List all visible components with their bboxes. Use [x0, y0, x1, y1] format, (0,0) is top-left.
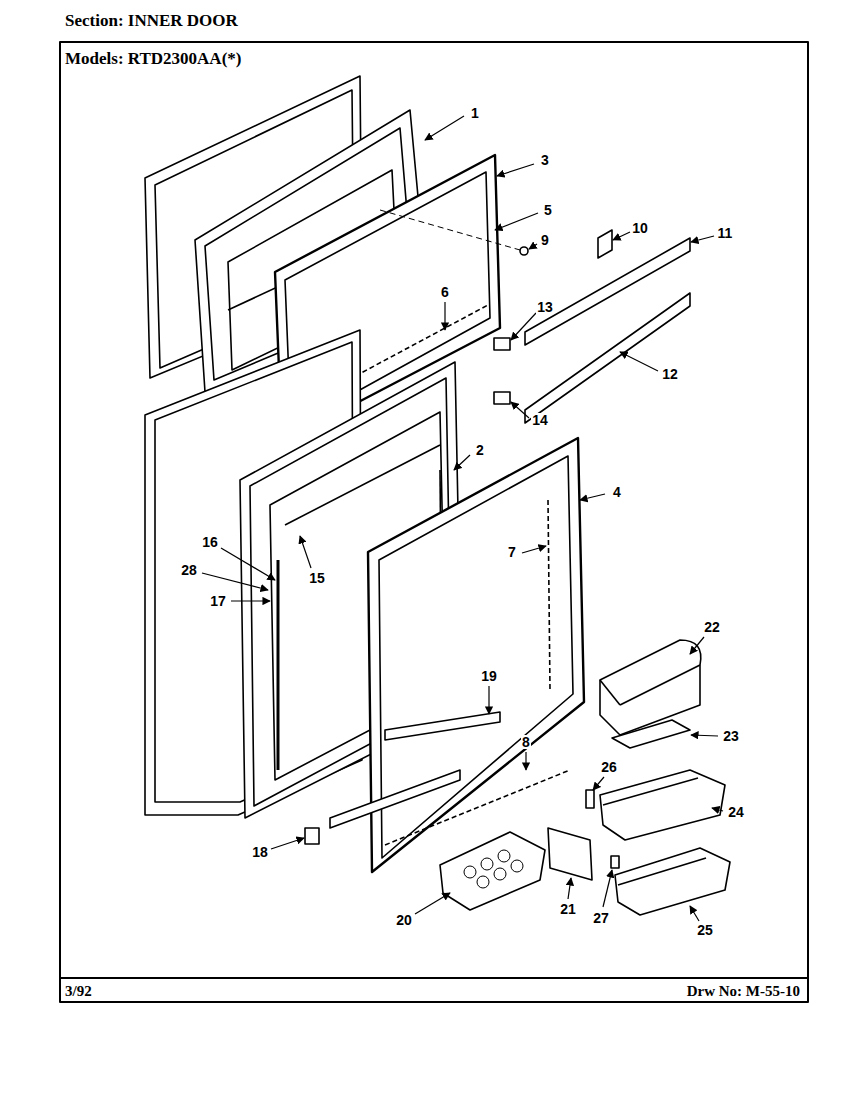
- callout-number: 9: [540, 233, 550, 247]
- callout-number: 22: [703, 620, 721, 634]
- callout-number: 21: [559, 902, 577, 916]
- callout-number: 3: [540, 153, 550, 167]
- callout-number: 11: [717, 226, 734, 240]
- callout-number: 15: [308, 571, 326, 585]
- callout-number: 17: [209, 594, 227, 608]
- callout-number: 5: [543, 203, 553, 217]
- sheet-frame: [60, 42, 808, 1002]
- callout-number: 4: [612, 485, 622, 499]
- callout-number: 27: [592, 911, 610, 925]
- callout-number: 1: [470, 106, 480, 120]
- callout-number: 28: [180, 563, 198, 577]
- callout-number: 12: [661, 367, 679, 381]
- callout-number: 8: [521, 735, 531, 749]
- callout-number: 18: [251, 845, 269, 859]
- callout-number: 19: [480, 669, 498, 683]
- section-title: Section: INNER DOOR: [65, 12, 238, 29]
- callout-number: 24: [727, 805, 745, 819]
- sheet-note: Models: RTD2300AA(*): [65, 50, 241, 67]
- callout-number: 14: [531, 413, 549, 427]
- callout-number: 25: [696, 923, 714, 937]
- leader-lines: [202, 116, 723, 921]
- sheet-note: 3/92: [65, 984, 92, 999]
- callout-number: 10: [631, 221, 649, 235]
- callout-number: 13: [536, 300, 554, 314]
- callout-number: 2: [475, 443, 485, 457]
- callout-number: 7: [507, 545, 517, 559]
- sheet-note: Drw No: M-55-10: [687, 984, 800, 999]
- callout-number: 16: [201, 535, 219, 549]
- callout-number: 20: [395, 913, 413, 927]
- callout-number: 6: [440, 285, 450, 299]
- callout-number: 26: [600, 760, 618, 774]
- callout-number: 23: [722, 729, 740, 743]
